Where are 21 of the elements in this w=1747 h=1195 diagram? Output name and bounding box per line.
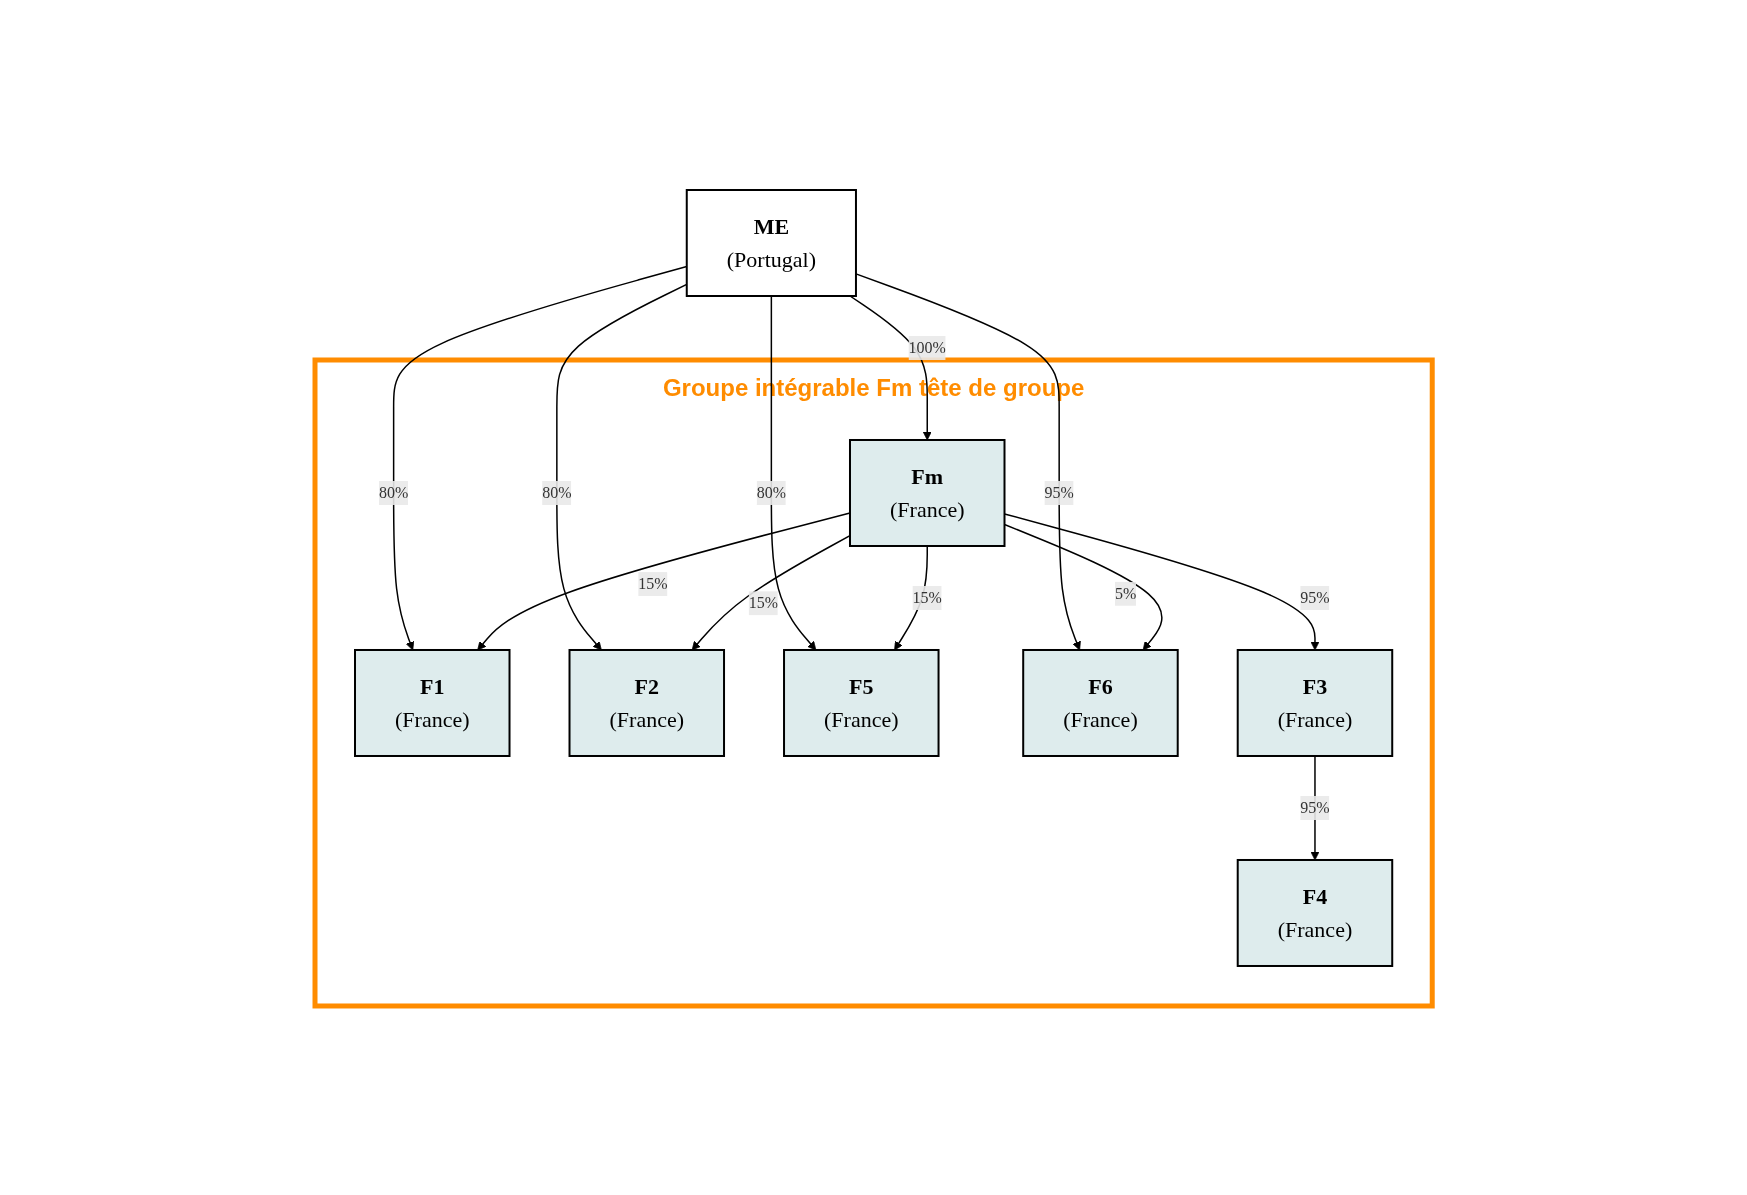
- edge-label: 80%: [756, 483, 786, 501]
- edge-label: 95%: [1300, 798, 1330, 816]
- edge-label: 80%: [542, 483, 572, 501]
- edge-label: 80%: [378, 483, 409, 501]
- node-box: Fm (France): [848, 438, 1006, 547]
- node-box: F2 (France): [568, 648, 725, 757]
- arrow: [849, 294, 932, 440]
- arrow: [770, 294, 817, 650]
- node-box: F5 (France): [782, 648, 940, 757]
- node-box: F3 (France): [1236, 648, 1394, 757]
- edge-label: 15%: [748, 593, 778, 611]
- edge-label: 100%: [908, 338, 946, 356]
- edge-label: 15%: [638, 574, 668, 592]
- node-box: ME (Portugal): [685, 188, 857, 297]
- edge-label: 95%: [1300, 588, 1330, 606]
- edge-label: 15%: [912, 588, 942, 606]
- node-box: F6 (France): [1022, 648, 1179, 757]
- node-box: F1 (France): [353, 648, 511, 757]
- edge-label: 95%: [1044, 483, 1074, 501]
- edge-label: 5%: [1114, 584, 1137, 602]
- node-box: F4 (France): [1236, 858, 1394, 967]
